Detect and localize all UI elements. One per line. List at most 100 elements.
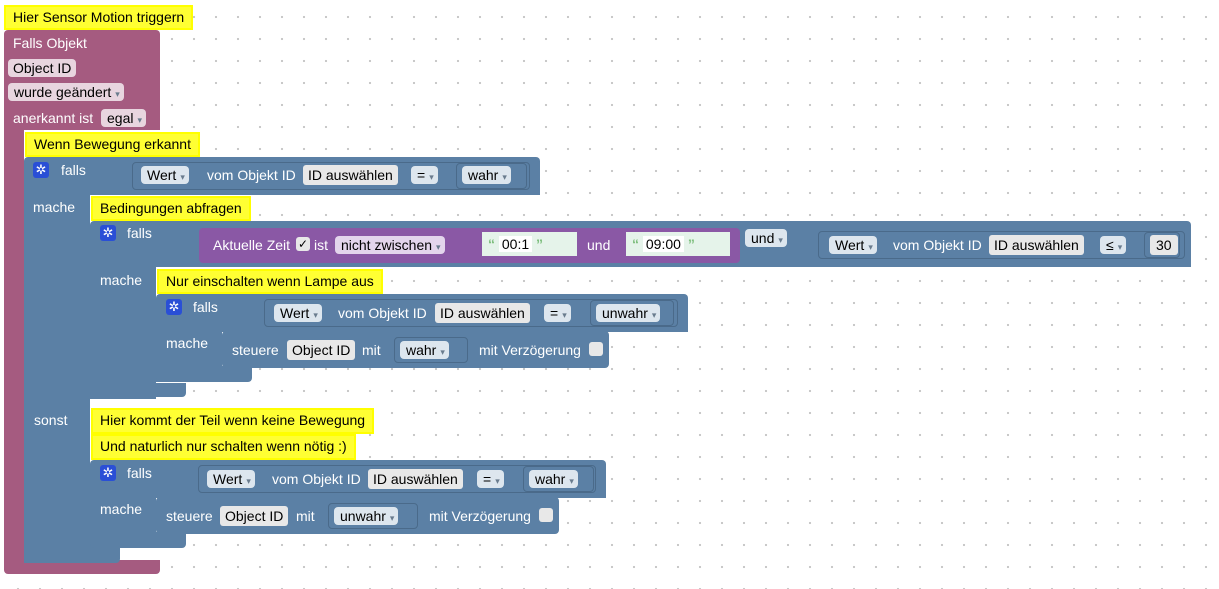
if-block-conditions-footer bbox=[90, 383, 186, 397]
wert-dropdown[interactable]: Wert▾ bbox=[141, 166, 189, 184]
wert-label: Wert bbox=[147, 167, 177, 183]
wert-dropdown[interactable]: Wert▾ bbox=[207, 470, 255, 488]
chevron-down-icon: ▾ bbox=[562, 310, 567, 320]
chevron-down-icon: ▾ bbox=[502, 172, 507, 182]
bool-label: wahr bbox=[406, 342, 437, 358]
object-id-field[interactable]: Object ID bbox=[287, 340, 356, 360]
operator-dropdown[interactable]: =▾ bbox=[411, 166, 438, 184]
comment-no-motion-2[interactable]: Und naturlich nur schalten wenn nötig :) bbox=[91, 434, 356, 460]
falls-label: falls bbox=[61, 162, 86, 178]
condition-slot bbox=[198, 465, 596, 493]
operator-dropdown[interactable]: =▾ bbox=[477, 470, 504, 488]
vom-objekt-id-label: vom Objekt ID bbox=[893, 237, 982, 253]
gear-icon[interactable]: ✲ bbox=[33, 162, 49, 178]
time-operator-dropdown[interactable]: nicht zwischen▾ bbox=[335, 236, 445, 254]
vom-objekt-id-label: vom Objekt ID bbox=[272, 471, 361, 487]
condition-slot bbox=[132, 162, 530, 190]
if-block-outer-footer bbox=[24, 547, 120, 563]
chevron-down-icon: ▾ bbox=[569, 476, 574, 486]
id-select-field[interactable]: ID auswählen bbox=[368, 469, 463, 489]
object-id-field[interactable]: Object ID bbox=[220, 506, 289, 526]
mache-label: mache bbox=[100, 272, 143, 288]
comment-conditions[interactable]: Bedingungen abfragen bbox=[91, 196, 251, 221]
gear-icon[interactable]: ✲ bbox=[100, 465, 116, 481]
quote-close-icon: ” bbox=[536, 236, 544, 252]
operator-dropdown[interactable]: =▾ bbox=[544, 304, 571, 322]
if-block-lamp-footer bbox=[156, 366, 252, 382]
und-label: und bbox=[587, 237, 611, 253]
chevron-down-icon: ▾ bbox=[495, 476, 500, 486]
value-slot bbox=[590, 300, 674, 326]
operator-label: = bbox=[417, 167, 426, 183]
id-select-field[interactable]: ID auswählen bbox=[435, 303, 530, 323]
mit-label: mit bbox=[296, 508, 315, 524]
wert-label: Wert bbox=[213, 471, 243, 487]
number-field[interactable]: 30 bbox=[1150, 235, 1178, 255]
bool-dropdown[interactable]: wahr▾ bbox=[400, 341, 449, 359]
ack-dropdown[interactable]: egal▾ bbox=[101, 109, 146, 127]
gear-icon[interactable]: ✲ bbox=[166, 299, 182, 315]
ack-value: egal bbox=[107, 110, 134, 126]
bool-label: wahr bbox=[535, 471, 566, 487]
mit-verzoegerung-label: mit Verzögerung bbox=[479, 342, 581, 358]
time-to-field[interactable]: “ 09:00 ” bbox=[626, 232, 730, 256]
checkbox-checked[interactable]: ✓ bbox=[296, 237, 310, 251]
bool-label: unwahr bbox=[340, 508, 386, 524]
if-block-else[interactable] bbox=[90, 460, 606, 498]
chevron-down-icon: ▾ bbox=[246, 476, 251, 486]
comment-motion[interactable]: Hier Sensor Motion triggern bbox=[4, 5, 194, 30]
operator-label: ≤ bbox=[1106, 237, 1114, 253]
if-block-outer[interactable] bbox=[24, 157, 540, 195]
delay-checkbox[interactable] bbox=[539, 508, 553, 522]
mit-verzoegerung-label: mit Verzögerung bbox=[429, 508, 531, 524]
falls-label: falls bbox=[127, 465, 152, 481]
operator-label: = bbox=[550, 305, 559, 321]
chevron-down-icon: ▾ bbox=[778, 235, 783, 245]
quote-open-icon: “ bbox=[632, 236, 639, 252]
bool-dropdown[interactable]: wahr▾ bbox=[529, 470, 578, 488]
steuere-label: steuere bbox=[232, 342, 279, 358]
number-slot bbox=[1144, 232, 1180, 258]
wert-dropdown[interactable]: Wert▾ bbox=[274, 304, 322, 322]
mit-label: mit bbox=[362, 342, 381, 358]
value-slot bbox=[456, 163, 527, 189]
comment-no-motion-1[interactable]: Hier kommt der Teil wenn keine Bewegung bbox=[91, 408, 375, 434]
bool-dropdown[interactable]: wahr▾ bbox=[462, 166, 511, 184]
id-select-field[interactable]: ID auswählen bbox=[303, 165, 398, 185]
ack-label: anerkannt ist bbox=[13, 110, 94, 126]
chevron-down-icon: ▾ bbox=[180, 172, 185, 182]
bool-label: unwahr bbox=[602, 305, 648, 321]
compare-slot bbox=[818, 231, 1185, 259]
operator-dropdown[interactable]: ≤▾ bbox=[1100, 236, 1127, 254]
id-select-field[interactable]: ID auswählen bbox=[989, 235, 1084, 255]
mache-label: mache bbox=[33, 199, 76, 215]
chevron-down-icon: ▾ bbox=[868, 242, 873, 252]
bool-dropdown[interactable]: unwahr▾ bbox=[334, 507, 399, 525]
wert-dropdown[interactable]: Wert▾ bbox=[829, 236, 877, 254]
comment-motion-detected[interactable]: Wenn Bewegung erkannt bbox=[25, 132, 200, 157]
chevron-down-icon: ▾ bbox=[1117, 242, 1123, 252]
event-block-body bbox=[4, 128, 24, 562]
bool-dropdown[interactable]: unwahr▾ bbox=[596, 304, 661, 322]
chevron-down-icon: ▾ bbox=[651, 310, 657, 320]
delay-checkbox[interactable] bbox=[589, 342, 603, 356]
gear-icon[interactable]: ✲ bbox=[100, 225, 116, 241]
chevron-down-icon: ▾ bbox=[389, 513, 395, 523]
time-from-field[interactable]: “ 00:1 ” bbox=[482, 232, 577, 256]
chevron-down-icon: ▾ bbox=[137, 115, 142, 125]
chevron-down-icon: ▾ bbox=[313, 310, 318, 320]
trigger-object-id[interactable]: Object ID bbox=[8, 59, 77, 77]
wert-label: Wert bbox=[280, 305, 310, 321]
value-slot bbox=[328, 503, 418, 529]
logic-and-dropdown[interactable]: und▾ bbox=[745, 229, 787, 247]
mache-label: mache bbox=[166, 335, 209, 351]
comment-only-on[interactable]: Nur einschalten wenn Lampe aus bbox=[157, 269, 383, 294]
quote-open-icon: “ bbox=[488, 236, 495, 252]
chevron-down-icon: ▾ bbox=[440, 347, 445, 357]
quote-close-icon: ” bbox=[687, 236, 695, 252]
vom-objekt-id-label: vom Objekt ID bbox=[338, 305, 427, 321]
time-from-value: 00:1 bbox=[498, 236, 533, 252]
trigger-changed-dropdown[interactable]: wurde geändert▾ bbox=[8, 83, 124, 101]
mache-label: mache bbox=[100, 501, 143, 517]
chevron-down-icon: ▾ bbox=[115, 89, 120, 99]
